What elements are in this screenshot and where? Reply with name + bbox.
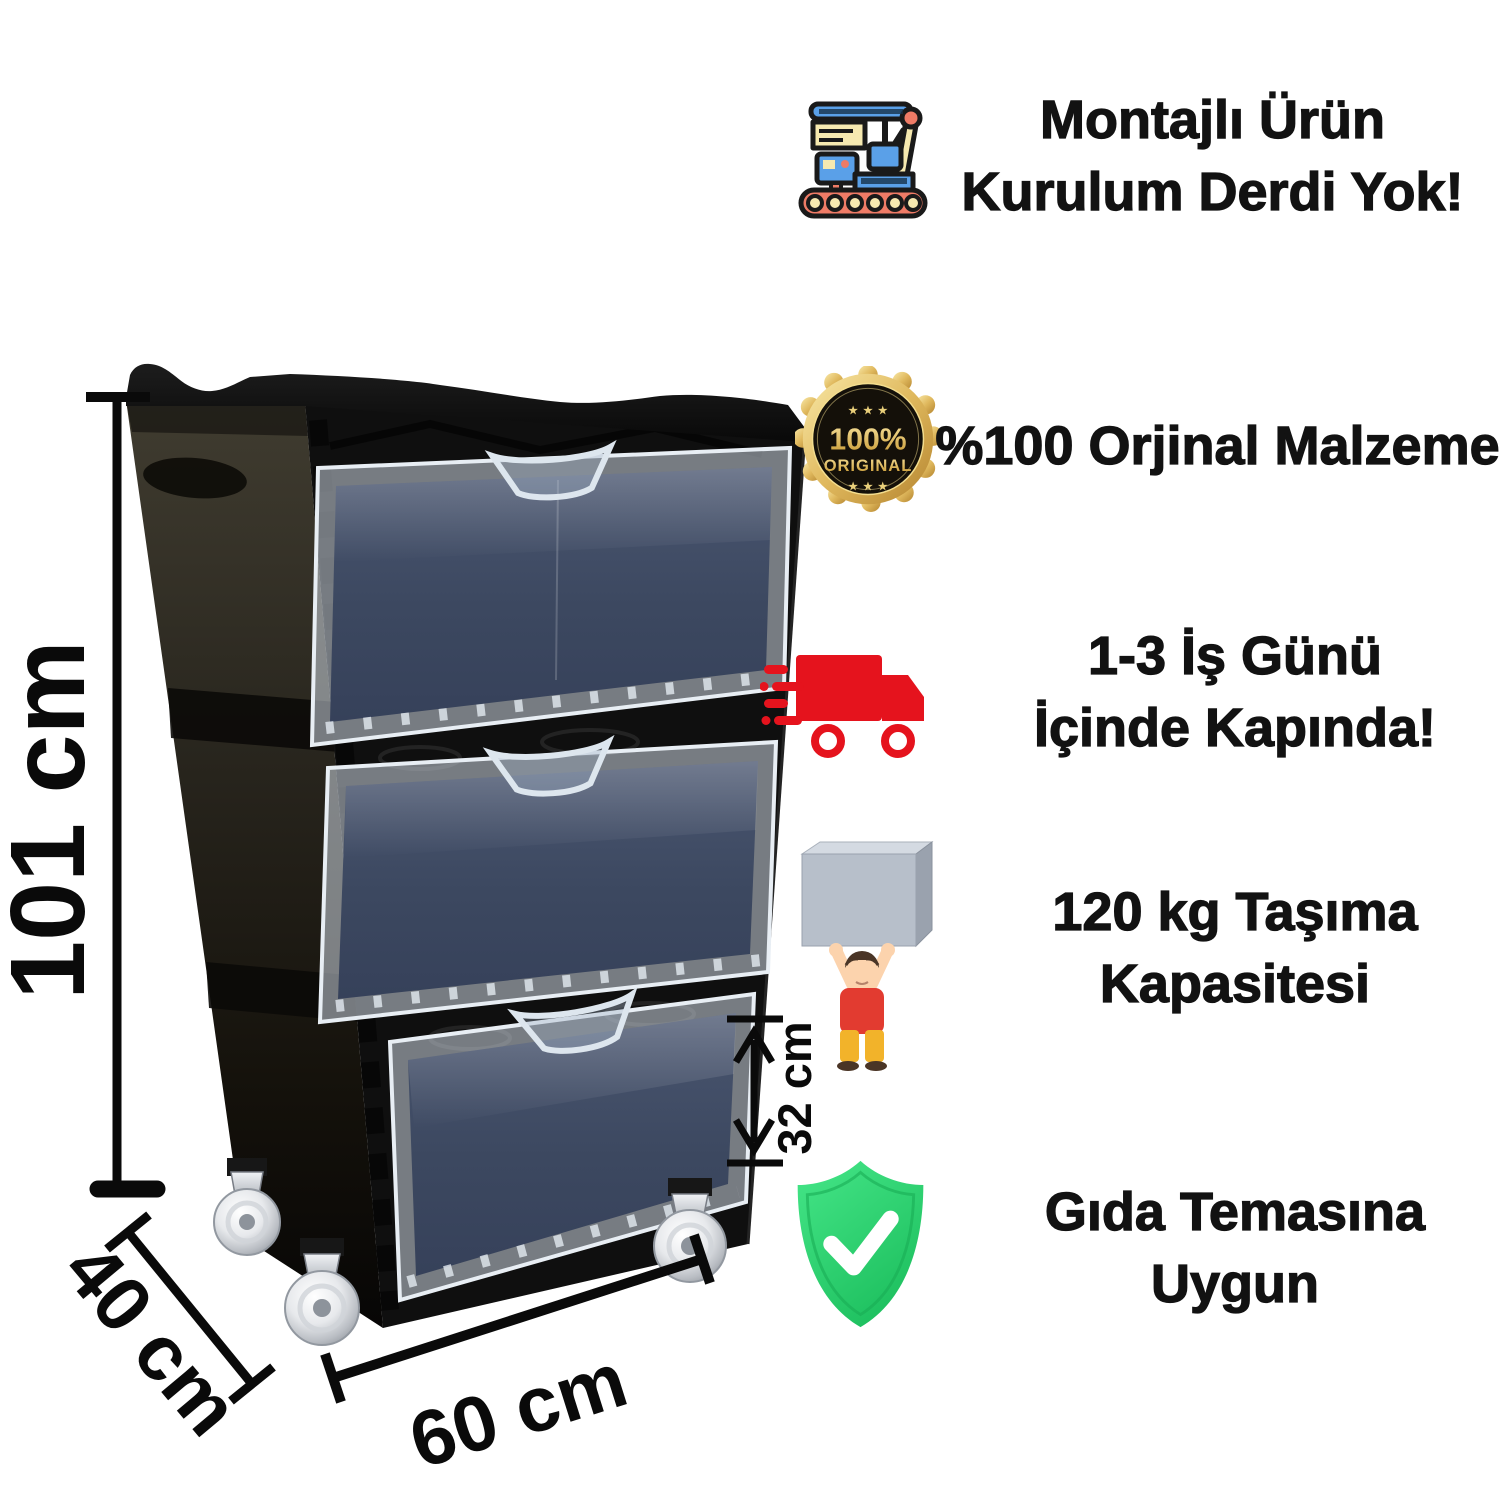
- feature-text-foodsafe: Gıda Temasına Uygun: [975, 1176, 1495, 1320]
- weight-capacity-icon: [800, 841, 934, 1071]
- feature-line: Montajlı Ürün: [1039, 89, 1385, 150]
- feature-line: 1-3 İş Günü: [1087, 625, 1383, 686]
- depth-dimension-line: [104, 1211, 276, 1405]
- width-dimension-line: [320, 1233, 715, 1404]
- feature-line: Kurulum Derdi Yok!: [961, 161, 1464, 222]
- feature-text-capacity: 120 kg Taşıma Kapasitesi: [975, 876, 1495, 1020]
- feature-line: Uygun: [1150, 1253, 1319, 1314]
- badge-word: ORIGINAL: [824, 456, 913, 475]
- feature-line: Kapasitesi: [1099, 953, 1371, 1014]
- feature-text-original: %100 Orjinal Malzeme: [935, 410, 1500, 482]
- product-image: [126, 363, 807, 1346]
- height-dimension-line: [86, 392, 166, 1198]
- drawer-handle: [484, 439, 617, 501]
- caster-wheel-front-left: [284, 1238, 360, 1346]
- badge-stars-bottom: ★ ★ ★: [847, 480, 888, 494]
- feature-line: Gıda Temasına: [1044, 1181, 1426, 1242]
- feature-line: %100 Orjinal Malzeme: [935, 415, 1500, 476]
- drawer-handle: [507, 986, 638, 1054]
- assembly-machine-icon: [798, 101, 928, 219]
- badge-stars-top: ★ ★ ★: [847, 404, 888, 418]
- fast-delivery-truck-icon: [760, 655, 924, 758]
- drawer-handle: [482, 734, 615, 797]
- feature-text-delivery: 1-3 İş Günü İçinde Kapında!: [965, 620, 1500, 764]
- feature-line: 120 kg Taşıma: [1052, 881, 1419, 942]
- food-safe-shield-icon: [797, 1160, 924, 1328]
- drawer-height-dimension-arrow: [727, 1015, 783, 1167]
- drawer-top: [309, 439, 793, 748]
- original-badge-icon: ★ ★ ★ 100% ORIGINAL ★ ★ ★: [795, 366, 941, 512]
- badge-percent: 100%: [829, 424, 906, 457]
- cabinet-lid: [126, 363, 805, 442]
- height-dimension-label: 101 cm: [0, 640, 107, 1000]
- caster-wheel-back-left: [213, 1158, 281, 1256]
- drawer-middle: [317, 734, 779, 1025]
- feature-line: İçinde Kapında!: [1033, 697, 1437, 758]
- feature-text-assembled: Montajlı Ürün Kurulum Derdi Yok!: [925, 84, 1500, 228]
